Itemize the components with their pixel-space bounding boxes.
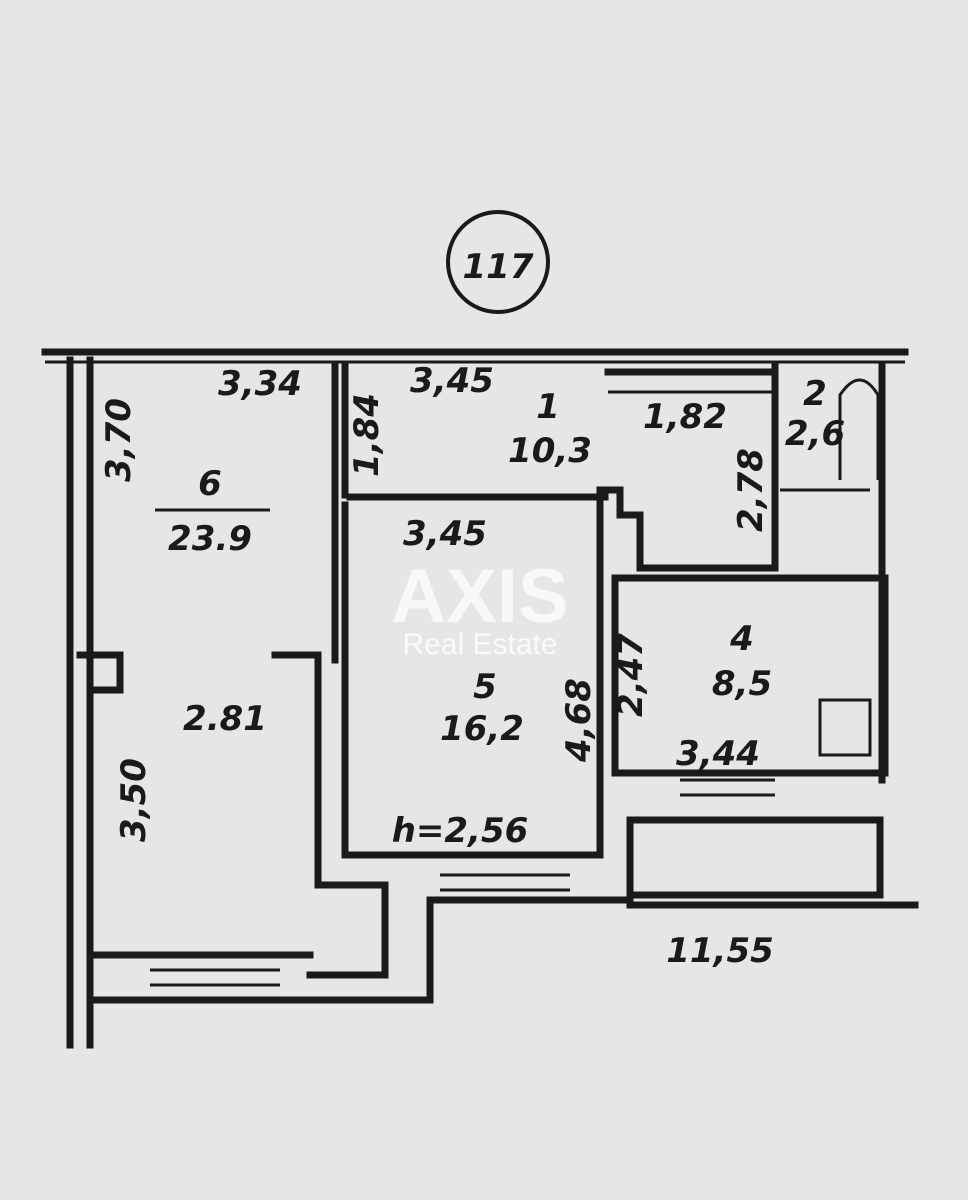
dimension-label: 3,50: [114, 758, 154, 842]
room-area: 10,3: [508, 431, 592, 471]
room-area: 23.9: [168, 519, 252, 559]
dimension-label: 3,70: [99, 398, 139, 482]
apartment-number: 117: [463, 247, 534, 287]
room-area: 8,5: [712, 664, 772, 704]
dimension-label: 3,45: [410, 361, 494, 401]
room-number: 2: [803, 374, 827, 414]
dimension-label: 3,45: [403, 514, 487, 554]
dimension-label: 3,44: [676, 734, 760, 774]
room-area: 2,6: [785, 414, 845, 454]
dimension-label: 2.81: [183, 699, 267, 739]
room-number: 1: [536, 387, 560, 427]
apartment-number-badge: 117: [446, 210, 550, 314]
dimension-label: 1,84: [347, 393, 387, 477]
dimension-label: 2,78: [731, 448, 771, 532]
dimension-label: 4,68: [559, 678, 599, 763]
dimension-label: 1,82: [643, 397, 727, 437]
walls: [41, 348, 919, 1049]
watermark-subtitle: Real Estate: [402, 628, 557, 661]
dimension-label: 2,47: [611, 633, 651, 717]
stove-icon: [818, 698, 872, 757]
watermark-brand: AXIS: [391, 554, 568, 639]
ceiling-height-label: h=2,56: [392, 811, 529, 851]
room-number: 6: [198, 464, 222, 504]
room-number: 4: [729, 619, 754, 659]
badge-circle: [446, 210, 550, 314]
dimension-label: 11,55: [666, 931, 774, 971]
dimension-label: 3,34: [218, 364, 302, 404]
room-area: 16,2: [440, 709, 524, 749]
room-number: 5: [473, 667, 497, 707]
window-lines: [150, 778, 775, 987]
bathtub-icon: [838, 378, 880, 480]
